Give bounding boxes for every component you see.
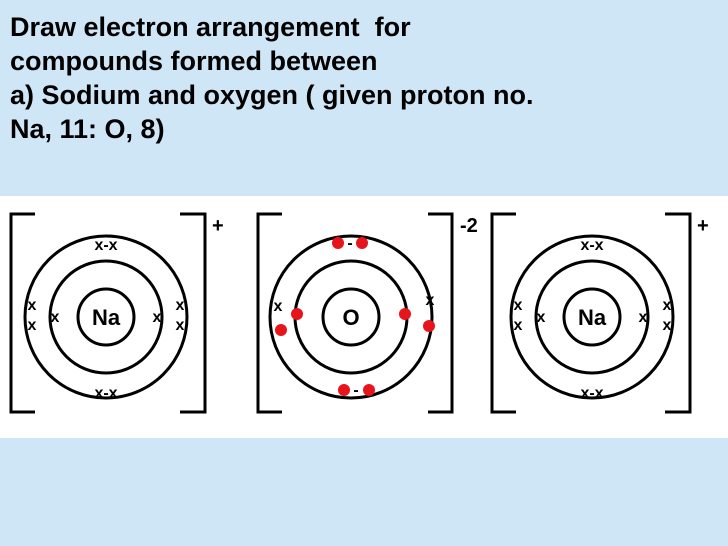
outer-shell	[23, 234, 189, 400]
electrons-top-mark: -	[347, 235, 352, 252]
ion-charge: -2	[460, 215, 478, 237]
sodium-ion-right: + Na x-x x-x x x x x x x	[490, 212, 709, 414]
right-bracket	[665, 212, 692, 414]
nucleus	[76, 287, 136, 347]
title-line-2: compounds formed between	[10, 46, 378, 76]
electron-left-inner: x	[51, 309, 60, 326]
electron-right-inner: x	[639, 309, 648, 326]
title-line-3: a) Sodium and oxygen ( given proton no.	[10, 80, 534, 110]
title-line-1: Draw electron arrangement for	[10, 12, 411, 42]
element-symbol: Na	[578, 305, 607, 330]
electron-right-outer: x	[426, 292, 435, 309]
page-title: Draw electron arrangement for compounds …	[10, 10, 725, 146]
left-bracket	[490, 212, 516, 414]
left-bracket	[256, 212, 282, 414]
electron-left-outer-1: x	[514, 297, 523, 314]
electron-left-outer-1: x	[28, 297, 37, 314]
ionic-bond-diagram: + Na x-x x-x x x x x x x -2 O -	[9, 212, 709, 414]
ion-charge: +	[697, 215, 709, 237]
gained-electron-top-left	[332, 237, 344, 249]
gained-electron-bottom-left	[338, 384, 350, 396]
diagram-panel: + Na x-x x-x x x x x x x -2 O -	[0, 196, 728, 438]
electrons-bottom-mark: -	[353, 382, 358, 399]
element-symbol: O	[342, 305, 359, 330]
ion-charge: +	[212, 215, 224, 237]
right-bracket	[428, 212, 454, 414]
gained-electron-right-inner	[399, 308, 411, 320]
outer-shell	[268, 234, 434, 400]
electrons-bottom: x-x	[94, 385, 117, 402]
electron-left-inner: x	[537, 309, 546, 326]
gained-electron-left-outer	[275, 324, 287, 336]
element-symbol: Na	[92, 305, 121, 330]
electron-right-outer-1: x	[663, 297, 672, 314]
nucleus	[562, 287, 622, 347]
gained-electron-bottom-right	[363, 384, 375, 396]
nucleus	[321, 287, 381, 347]
left-bracket	[9, 212, 35, 414]
electron-left-outer-2: x	[28, 317, 37, 334]
gained-electron-top-right	[356, 237, 368, 249]
electron-right-outer-2: x	[176, 317, 185, 334]
electron-left-outer: x	[274, 298, 283, 315]
middle-shell	[48, 259, 164, 375]
electron-left-outer-2: x	[514, 317, 523, 334]
sodium-ion-left: + Na x-x x-x x x x x x x	[9, 212, 224, 414]
right-bracket	[180, 212, 207, 414]
outer-shell	[509, 234, 675, 400]
middle-shell	[534, 259, 650, 375]
oxide-ion-middle: -2 O - - x x	[256, 212, 478, 414]
electron-right-inner: x	[153, 309, 162, 326]
electrons-top: x-x	[580, 237, 603, 254]
electron-right-outer-2: x	[663, 317, 672, 334]
electrons-bottom: x-x	[580, 385, 603, 402]
electrons-top: x-x	[94, 237, 117, 254]
gained-electron-right-outer	[423, 320, 435, 332]
gained-electron-left-inner	[291, 308, 303, 320]
electron-right-outer-1: x	[176, 297, 185, 314]
title-line-4: Na, 11: O, 8)	[10, 114, 165, 144]
